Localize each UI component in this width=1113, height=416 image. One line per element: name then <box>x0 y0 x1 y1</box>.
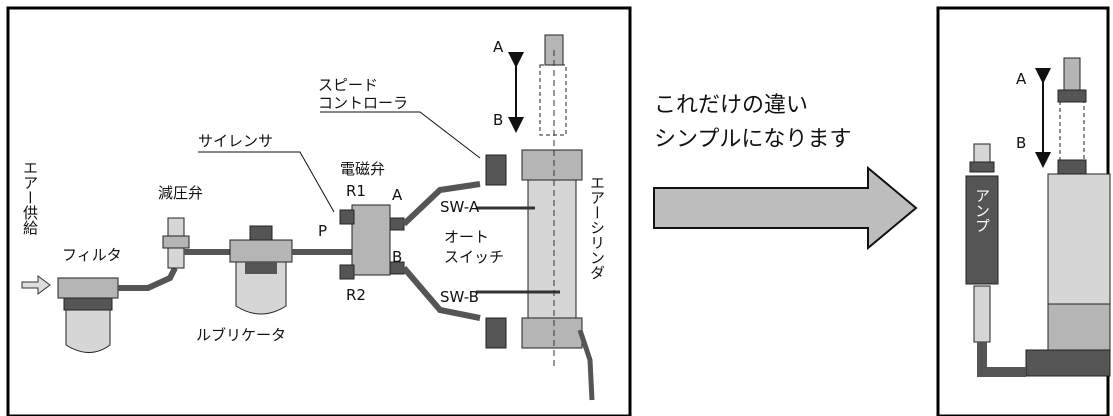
right-panel: A B アンプ <box>936 6 1111 416</box>
left-panel: エアー供給 フィルタ 減圧弁 ルブリケータ サイレンサ スピード コントローラ … <box>6 6 632 416</box>
auto-switch-label-1: オート <box>444 228 489 246</box>
auto-switch-label-2: スイッチ <box>444 248 504 266</box>
port-p-label: P <box>318 222 327 240</box>
middle-section: これだけの違い シンプルになります <box>653 93 918 251</box>
right-arrow-icon <box>653 165 918 251</box>
sw-a-label: SW-A <box>440 198 480 216</box>
amplifier-unit <box>965 143 1026 377</box>
lubricator-label: ルブリケータ <box>196 326 286 344</box>
speed-controller-label-1: スピード <box>318 76 378 94</box>
port-a-label: A <box>392 186 403 204</box>
right-stroke-b-label: B <box>1016 134 1026 152</box>
electric-actuator <box>1025 57 1111 377</box>
air-inlet-arrow-icon <box>21 275 51 295</box>
stroke-a-label: A <box>493 38 504 56</box>
air-cylinder-label: エアーシリンダ <box>588 175 606 280</box>
reducer-label: 減圧弁 <box>158 184 203 202</box>
filter-unit <box>57 277 119 353</box>
port-b-label: B <box>392 248 402 266</box>
amp-box <box>965 175 999 285</box>
port-r1-label: R1 <box>346 182 366 200</box>
reducer-valve <box>162 217 190 269</box>
stroke-b-label: B <box>493 111 503 129</box>
amp-label: アンプ <box>973 188 991 233</box>
sw-b-label: SW-B <box>440 288 479 306</box>
silencer-label: サイレンサ <box>198 132 273 150</box>
speed-controller-label-2: コントローラ <box>318 94 408 112</box>
middle-line-2: シンプルになります <box>654 127 851 152</box>
filter-label: フィルタ <box>62 246 122 264</box>
solenoid-label: 電磁弁 <box>340 160 385 178</box>
middle-line-1: これだけの違い <box>654 93 808 118</box>
air-supply-label: エアー供給 <box>21 160 39 235</box>
lubricator-unit <box>229 225 293 315</box>
speed-controller-leader <box>320 111 481 159</box>
right-stroke-a-label: A <box>1016 70 1027 88</box>
air-cylinder <box>485 34 595 401</box>
port-r2-label: R2 <box>346 286 366 304</box>
silencer-leader <box>198 151 335 213</box>
